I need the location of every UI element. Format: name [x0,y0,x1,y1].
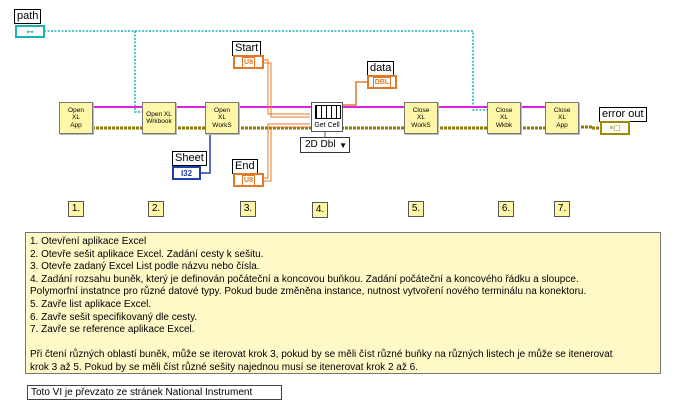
error-out-label: error out [599,107,647,122]
comment-line: Polymorfní instatnce pro různé datové ty… [30,286,587,298]
comment-line: 3. Otevře zadaný Excel List podle názvu … [30,261,260,273]
sheet-label: Sheet [172,151,207,166]
path-type-icon: ⊷ [26,28,34,36]
subvi-line: Close [495,106,513,114]
subvi-line: App [70,121,82,129]
dropdown-arrow-icon: ▼ [339,141,347,150]
end-label: End [232,159,258,174]
end-type-badge: U8 [242,174,255,186]
open-xl-app-subvi[interactable]: Open XL App [59,102,93,134]
start-label: Start [232,41,262,56]
subvi-line: Open XL [146,110,172,118]
end-control[interactable]: U8 [233,173,264,187]
comment-line: 6. Zavře sešit specifikovaný dle cesty. [30,311,198,323]
comment-line: 4. Zadání rozsahu buněk, který je defino… [30,273,579,285]
subvi-line: WorkS [212,121,232,129]
step-number: 7. [554,201,570,217]
subvi-line: Open [214,106,230,114]
end-wire [264,123,310,182]
instance-selector-value: 2D Dbl [305,139,336,150]
sheet-type-badge: I32 [180,168,193,178]
subvi-line: Wrkbook [146,118,172,125]
subvi-line: XL [500,114,508,122]
error-cluster-icon: ≡⬚ [609,125,621,132]
subvi-line: XL [558,114,566,122]
get-cell-polymorphic-subvi[interactable]: Get Cell [311,102,343,132]
comment-line: 2. Otevře sešit aplikace Excel. Zadání c… [30,248,264,260]
error-wire [92,125,600,130]
subvi-line: App [556,121,568,129]
data-type-badge: DBL [372,76,392,88]
subvi-line: XL [218,114,226,122]
subvi-line: Open [68,106,84,114]
start-control[interactable]: U8 [233,55,264,69]
comment-line: 7. Zavře se reference aplikace Excel. [30,324,195,336]
path-label: path [14,9,42,24]
comment-line: Při čtení různých oblastí buněk, může se… [30,349,613,361]
error-out-indicator[interactable]: ≡⬚ [600,121,630,135]
subvi-line: XL [72,114,80,122]
data-label: data [367,61,395,76]
start-type-badge: U8 [242,56,255,68]
cell-grid-icon [315,105,341,119]
open-xl-worksheet-subvi[interactable]: Open XL WorkS [205,102,239,134]
step-number: 2. [148,201,164,217]
subvi-line: WorkS [411,121,431,129]
path-control[interactable]: ⊷ [15,25,45,38]
subvi-line: Close [412,106,430,114]
description-comment: 1. Otevření aplikace Excel 2. Otevře seš… [25,232,661,374]
open-xl-workbook-subvi[interactable]: Open XL Wrkbook [142,102,176,134]
step-number: 4. [312,202,328,218]
close-xl-app-subvi[interactable]: Close XL App [545,102,579,134]
subvi-line: Wkbk [495,121,513,129]
start-wire [264,59,310,118]
data-wire [343,81,367,106]
instance-selector[interactable]: 2D Dbl ▼ [300,137,350,153]
source-note: Toto VI je převzato ze stránek National … [27,385,282,400]
data-indicator[interactable]: DBL [367,75,397,89]
comment-line: 1. Otevření aplikace Excel [30,236,147,247]
sheet-control[interactable]: I32 [172,166,201,180]
step-number: 6. [498,201,514,217]
close-xl-workbook-subvi[interactable]: Close XL Wkbk [487,102,521,134]
comment-line [30,337,656,350]
step-number: 1. [68,201,84,217]
comment-line: 5. Zavře list aplikace Excel. [30,298,152,310]
step-number: 5. [408,201,424,217]
get-cell-label: Get Cell [314,122,340,129]
comment-line: krok 3 až 5. Pokud by se měli číst různé… [30,361,418,373]
subvi-line: Close [553,106,571,114]
step-number: 3. [240,201,256,217]
path-wire [44,30,487,113]
close-xl-worksheet-subvi[interactable]: Close XL WorkS [404,102,438,134]
subvi-line: XL [417,114,425,122]
